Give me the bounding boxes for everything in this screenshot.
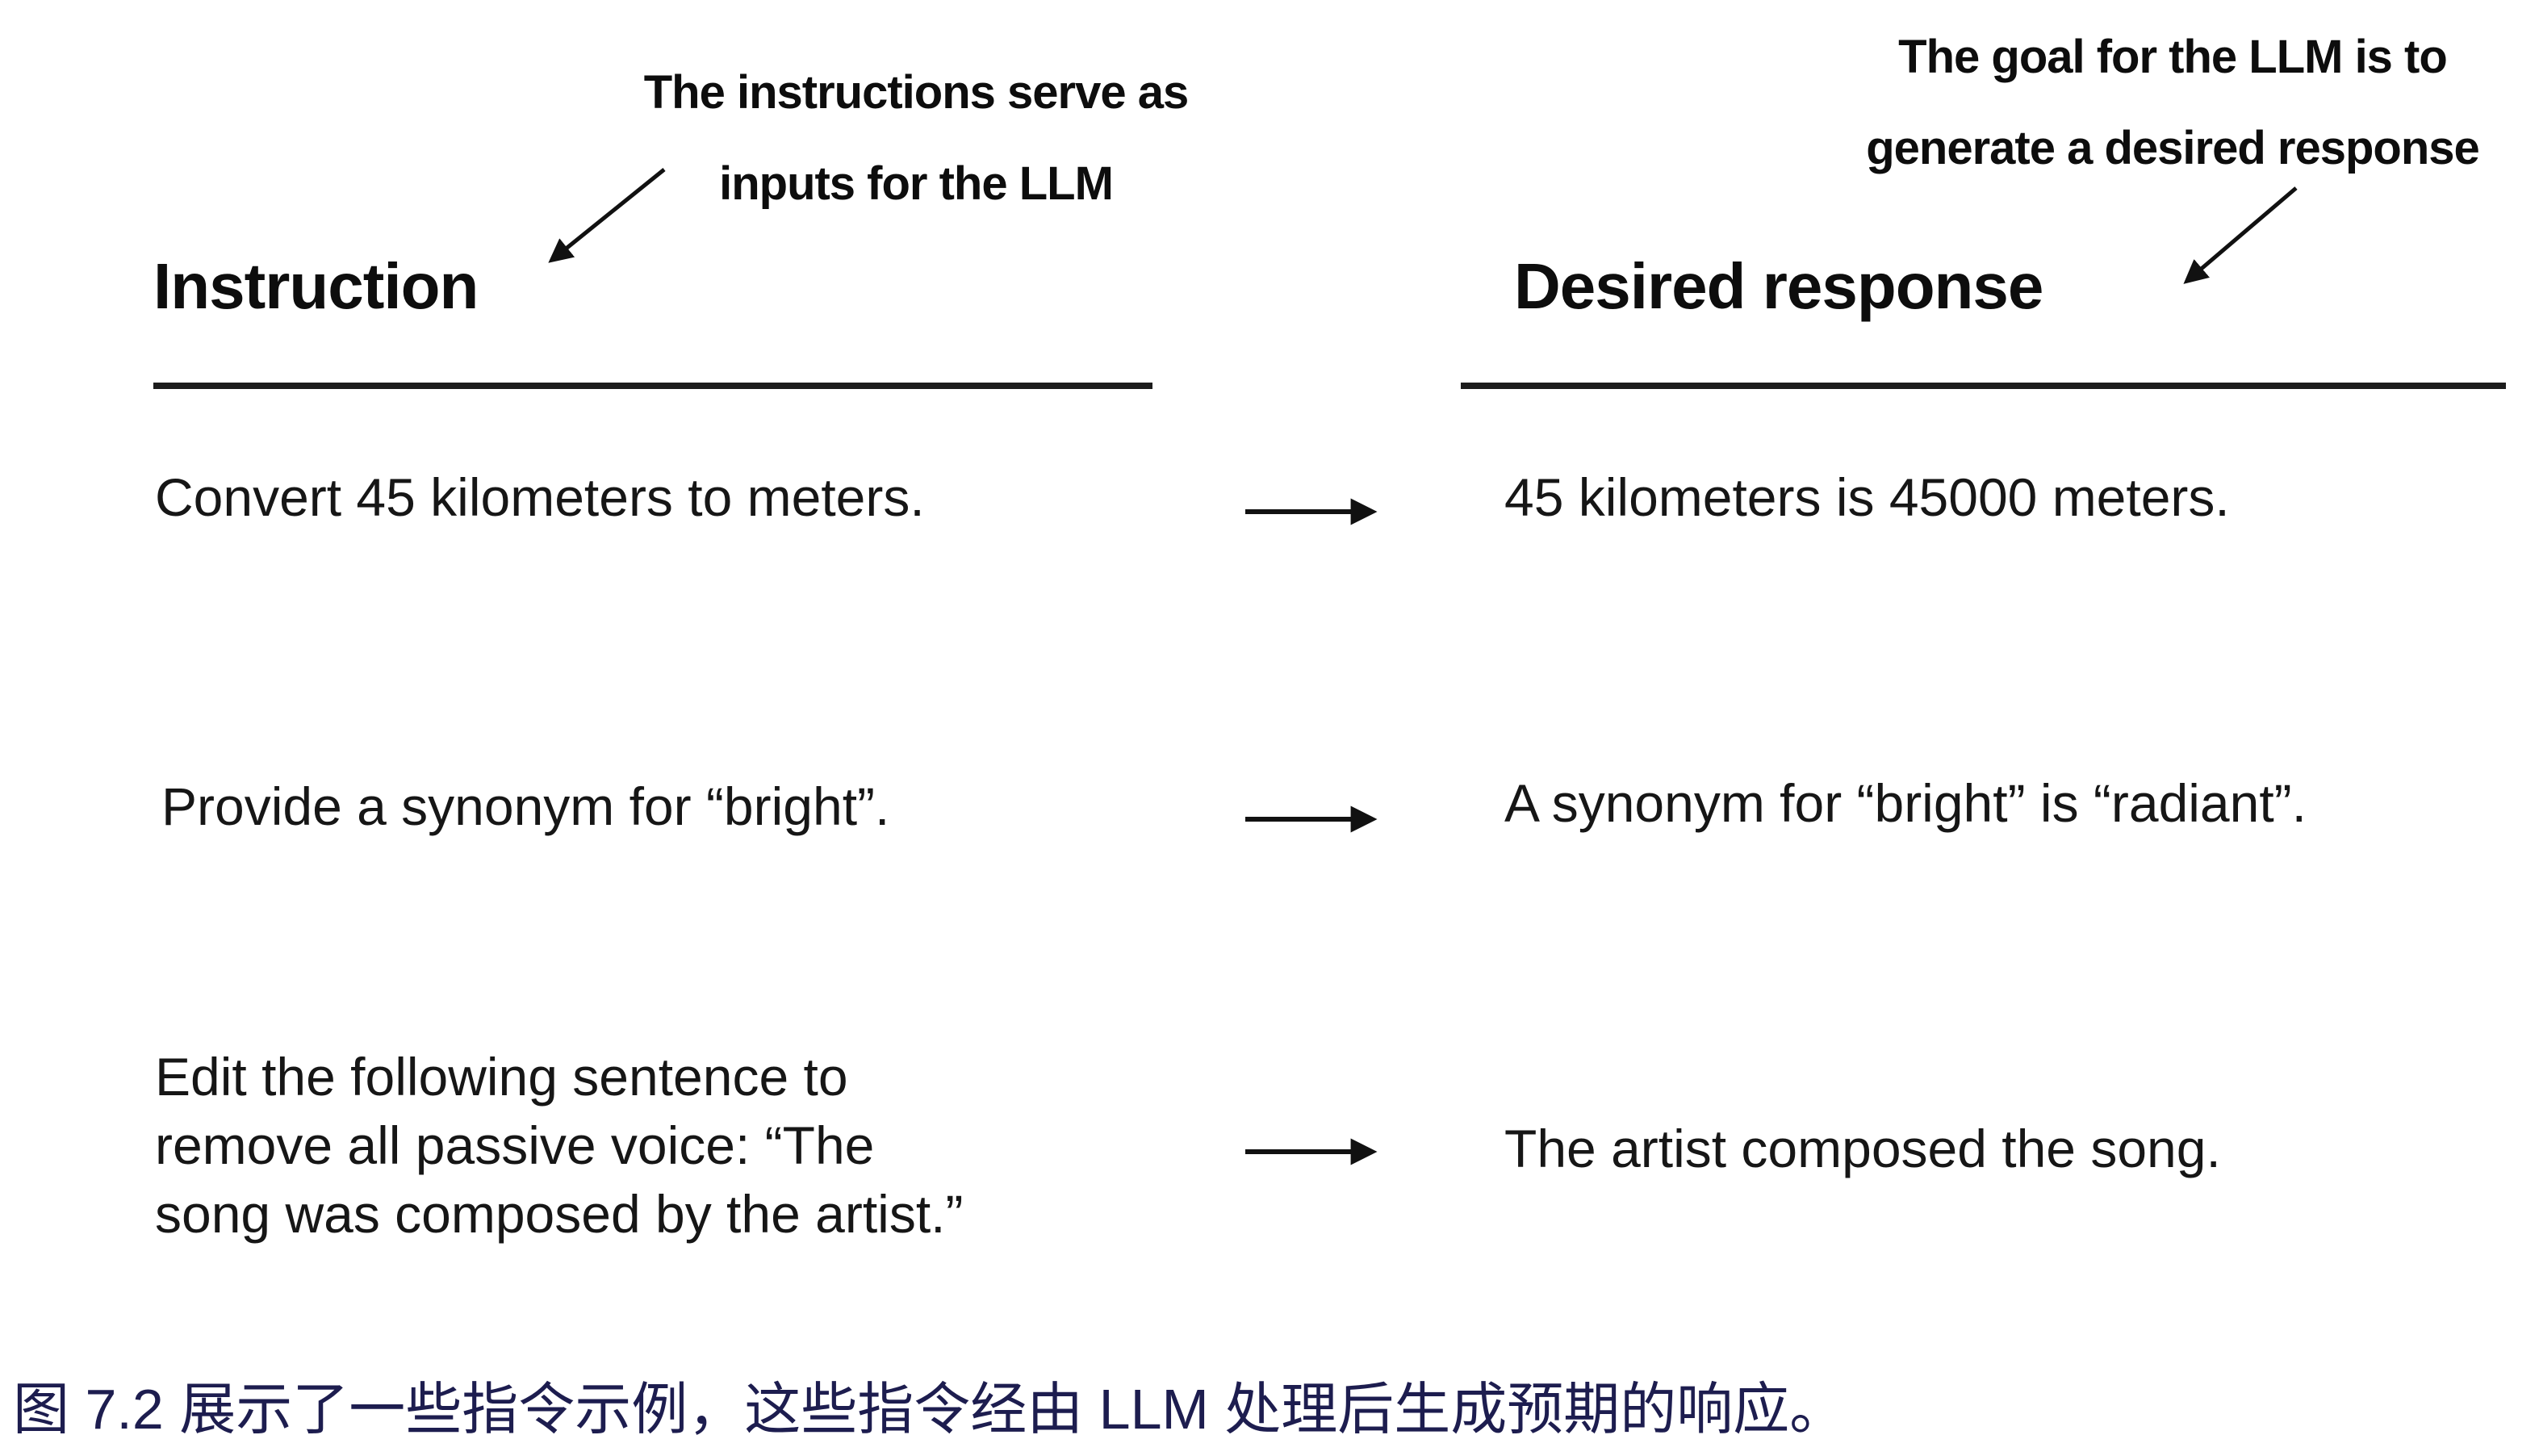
instruction-text-row-3: Edit the following sentence to remove al… xyxy=(155,1047,964,1244)
instruction-text-row-2: Provide a synonym for “bright”. xyxy=(161,776,890,836)
annotation-instructions-inputs: The instructions serve as inputs for the… xyxy=(643,66,1189,210)
response-text-row-1: 45 kilometers is 45000 meters. xyxy=(1504,467,2230,527)
response-text-row-3: The artist composed the song. xyxy=(1504,1119,2221,1178)
annotation-goal-response: The goal for the LLM is to generate a de… xyxy=(1866,31,2480,174)
desired-response-column-rule xyxy=(1461,383,2506,389)
column-header-desired-response: Desired response xyxy=(1514,250,2043,322)
figure-caption: 图 7.2 展示了一些指令示例，这些指令经由 LLM 处理后生成预期的响应。 xyxy=(13,1378,1847,1441)
annotation-arrow-right-icon xyxy=(2183,186,2298,284)
instruction-text-row-1: Convert 45 kilometers to meters. xyxy=(155,467,925,527)
response-text-row-2: A synonym for “bright” is “radiant”. xyxy=(1504,773,2307,833)
instruction-column-rule xyxy=(153,383,1152,389)
column-header-instruction: Instruction xyxy=(153,250,479,322)
